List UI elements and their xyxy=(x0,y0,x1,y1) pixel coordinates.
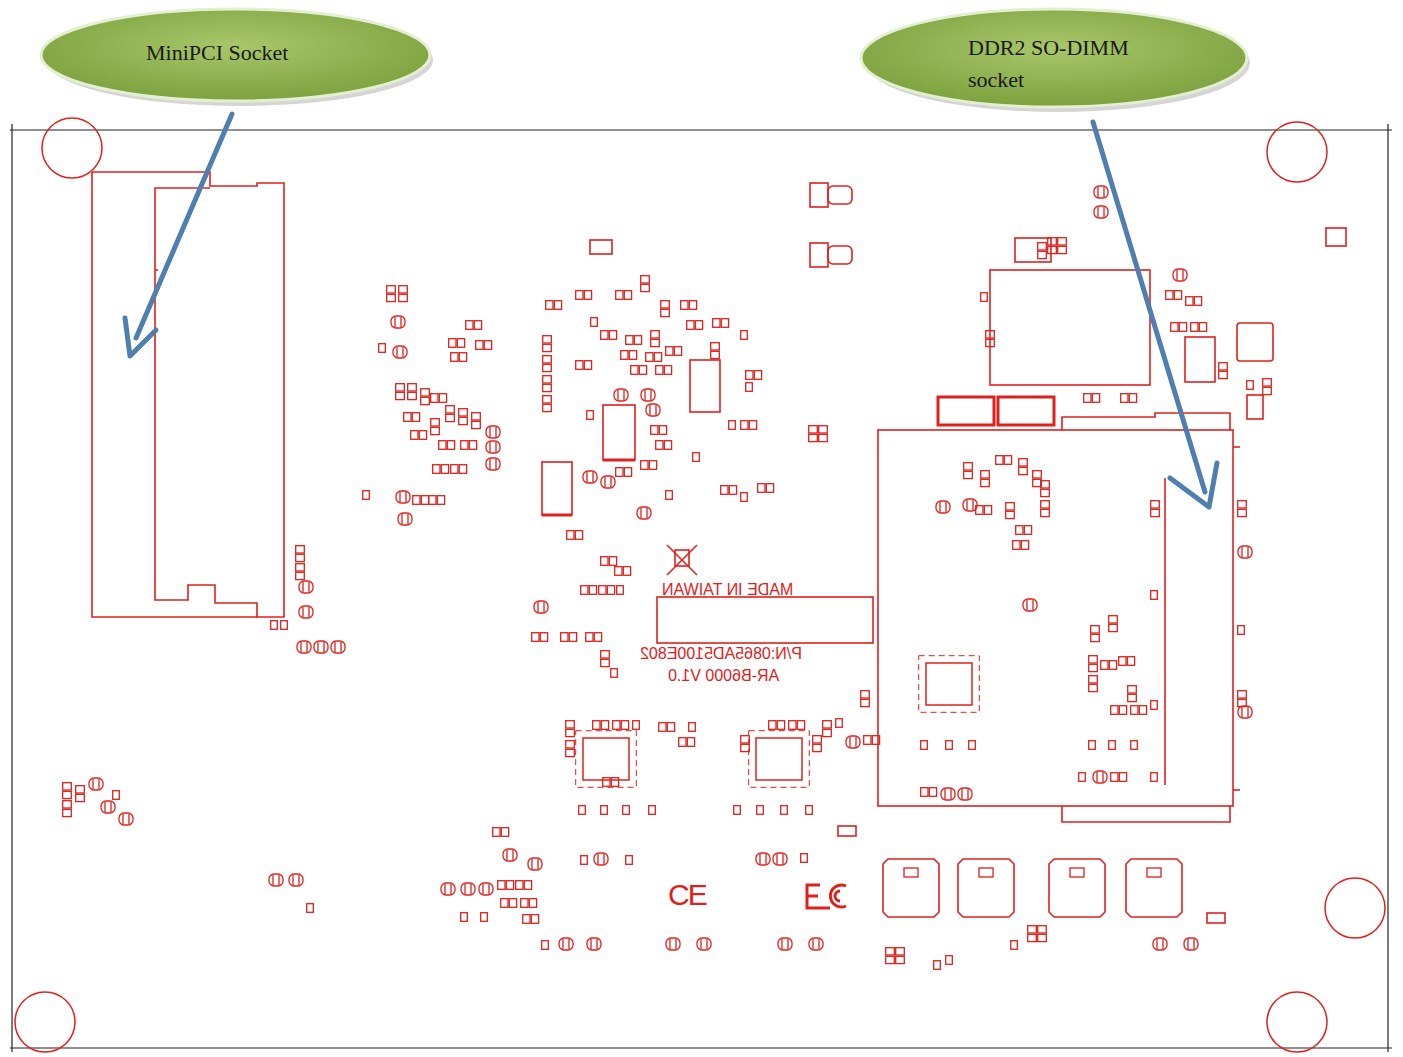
callout-text: MiniPCI Socket xyxy=(146,37,406,69)
passive-pads xyxy=(63,186,1272,969)
qfn-chips xyxy=(576,656,980,788)
board-outline xyxy=(10,124,1392,1052)
callout-ellipse: DDR2 SO-DIMM socket xyxy=(858,5,1250,111)
callout-text: DDR2 SO-DIMM socket xyxy=(968,32,1188,96)
silkscreen-text: P/N:0865AD5100E802 xyxy=(640,646,802,662)
callout-arrows xyxy=(125,114,1217,507)
ce-mark: CE xyxy=(668,880,706,910)
minipci-socket-outline xyxy=(92,172,284,617)
silkscreen-text: MADE IN TAIWAN xyxy=(662,582,793,598)
fc-logo xyxy=(807,885,846,908)
silkscreen-text: AR-B6000 V1.0 xyxy=(668,668,779,684)
ic-packages xyxy=(542,183,1346,923)
ddr2-socket-outline xyxy=(878,413,1240,822)
callout-ellipse: MiniPCI Socket xyxy=(38,5,433,105)
inductors xyxy=(883,859,1182,917)
mounting-holes xyxy=(15,118,1385,1052)
